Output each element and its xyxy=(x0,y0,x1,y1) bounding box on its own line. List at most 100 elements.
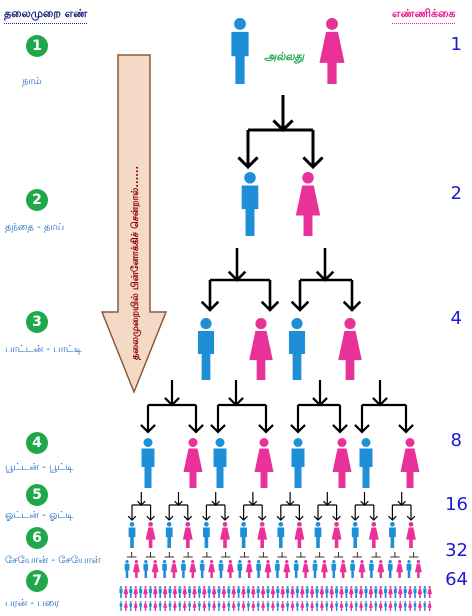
male-person-icon xyxy=(277,522,285,548)
female-person-icon xyxy=(212,601,216,611)
female-person-icon xyxy=(271,601,275,611)
male-person-icon xyxy=(217,601,221,611)
female-person-icon xyxy=(319,586,325,598)
generation-badge-2: 2 xyxy=(26,189,48,211)
arrowhead xyxy=(276,515,286,521)
female-person-icon xyxy=(153,586,158,598)
female-person-icon xyxy=(388,601,393,611)
male-person-icon xyxy=(199,560,205,578)
male-person-icon xyxy=(237,586,241,598)
arrow-shape xyxy=(100,54,168,395)
female-person-icon xyxy=(153,601,158,611)
male-person-icon xyxy=(325,586,329,598)
male-person-icon xyxy=(141,438,155,488)
female-person-icon xyxy=(309,586,315,598)
male-person-icon xyxy=(188,586,192,598)
female-person-icon xyxy=(182,586,187,598)
female-person-icon xyxy=(222,601,226,611)
male-person-icon xyxy=(374,601,378,611)
male-person-icon xyxy=(288,318,306,380)
generation-badge-7: 7 xyxy=(26,570,48,592)
male-person-icon xyxy=(181,560,186,578)
male-person-icon xyxy=(423,601,427,611)
female-person-icon xyxy=(329,586,334,598)
male-person-icon xyxy=(246,586,250,598)
male-person-icon xyxy=(237,560,243,578)
female-person-icon xyxy=(280,586,285,598)
arrowhead xyxy=(140,424,156,434)
female-person-icon xyxy=(338,318,362,380)
male-person-icon xyxy=(350,560,355,578)
female-person-icon xyxy=(221,586,227,598)
female-person-icon xyxy=(202,601,207,611)
generation-count-6: 32 xyxy=(445,540,468,561)
female-person-icon xyxy=(283,560,291,578)
arrowhead xyxy=(258,424,274,434)
arrowhead xyxy=(313,515,323,521)
female-person-icon xyxy=(123,586,129,598)
arrowhead xyxy=(369,515,379,521)
arrowhead xyxy=(354,424,370,434)
male-person-icon xyxy=(256,560,261,578)
male-person-icon xyxy=(158,586,162,598)
male-person-icon xyxy=(384,601,387,611)
male-person-icon xyxy=(312,560,318,578)
arrowhead xyxy=(200,300,220,312)
arrowhead xyxy=(239,515,248,521)
backward-generation-arrow: தலைமுறையில் பின்னோக்கிச் சென்றால்...... xyxy=(100,54,168,395)
female-person-icon xyxy=(319,18,345,84)
male-person-icon xyxy=(143,560,149,578)
female-person-icon xyxy=(208,560,216,578)
generation-badge-1: 1 xyxy=(26,35,48,57)
male-person-icon xyxy=(168,601,172,611)
male-person-icon xyxy=(149,601,152,611)
male-person-icon xyxy=(276,601,280,611)
female-person-icon xyxy=(183,438,203,488)
or-label: அல்லது xyxy=(264,50,305,64)
male-person-icon xyxy=(403,586,407,598)
female-person-icon xyxy=(396,560,404,578)
female-person-icon xyxy=(249,318,273,380)
female-person-icon xyxy=(300,586,305,598)
female-person-icon xyxy=(245,560,253,578)
male-person-icon xyxy=(406,560,412,578)
female-person-icon xyxy=(339,601,344,611)
generation-count-5: 16 xyxy=(445,494,468,515)
generation-label-1: நாம் xyxy=(22,76,42,87)
male-person-icon xyxy=(124,560,130,578)
male-person-icon xyxy=(286,586,290,598)
arrowhead xyxy=(406,515,416,521)
female-person-icon xyxy=(377,560,385,578)
generation-badge-3: 3 xyxy=(26,311,48,333)
female-person-icon xyxy=(257,522,268,548)
male-person-icon xyxy=(168,586,172,598)
female-person-icon xyxy=(290,601,295,611)
male-person-icon xyxy=(335,601,338,611)
female-person-icon xyxy=(320,560,328,578)
male-person-icon xyxy=(197,318,215,380)
male-person-icon xyxy=(335,586,339,598)
female-person-icon xyxy=(406,522,416,548)
female-person-icon xyxy=(398,586,403,598)
generation-label-5: ஓட்டன் - ஓட்டி xyxy=(5,510,74,521)
female-person-icon xyxy=(251,586,256,598)
female-person-icon xyxy=(294,522,305,548)
arrowhead xyxy=(220,515,230,521)
female-person-icon xyxy=(339,560,347,578)
female-person-icon xyxy=(368,586,374,598)
female-person-icon xyxy=(359,601,363,611)
male-person-icon xyxy=(218,560,224,578)
arrowhead xyxy=(388,515,397,521)
arrowhead xyxy=(188,424,204,434)
female-person-icon xyxy=(231,601,236,611)
male-person-icon xyxy=(207,586,211,598)
male-person-icon xyxy=(237,601,240,611)
male-person-icon xyxy=(241,172,259,236)
male-person-icon xyxy=(314,522,322,548)
arrowhead xyxy=(290,424,306,434)
female-person-icon xyxy=(331,522,342,548)
arrowhead xyxy=(202,515,211,521)
female-person-icon xyxy=(280,601,285,611)
generation-count-7: 64 xyxy=(445,569,468,590)
